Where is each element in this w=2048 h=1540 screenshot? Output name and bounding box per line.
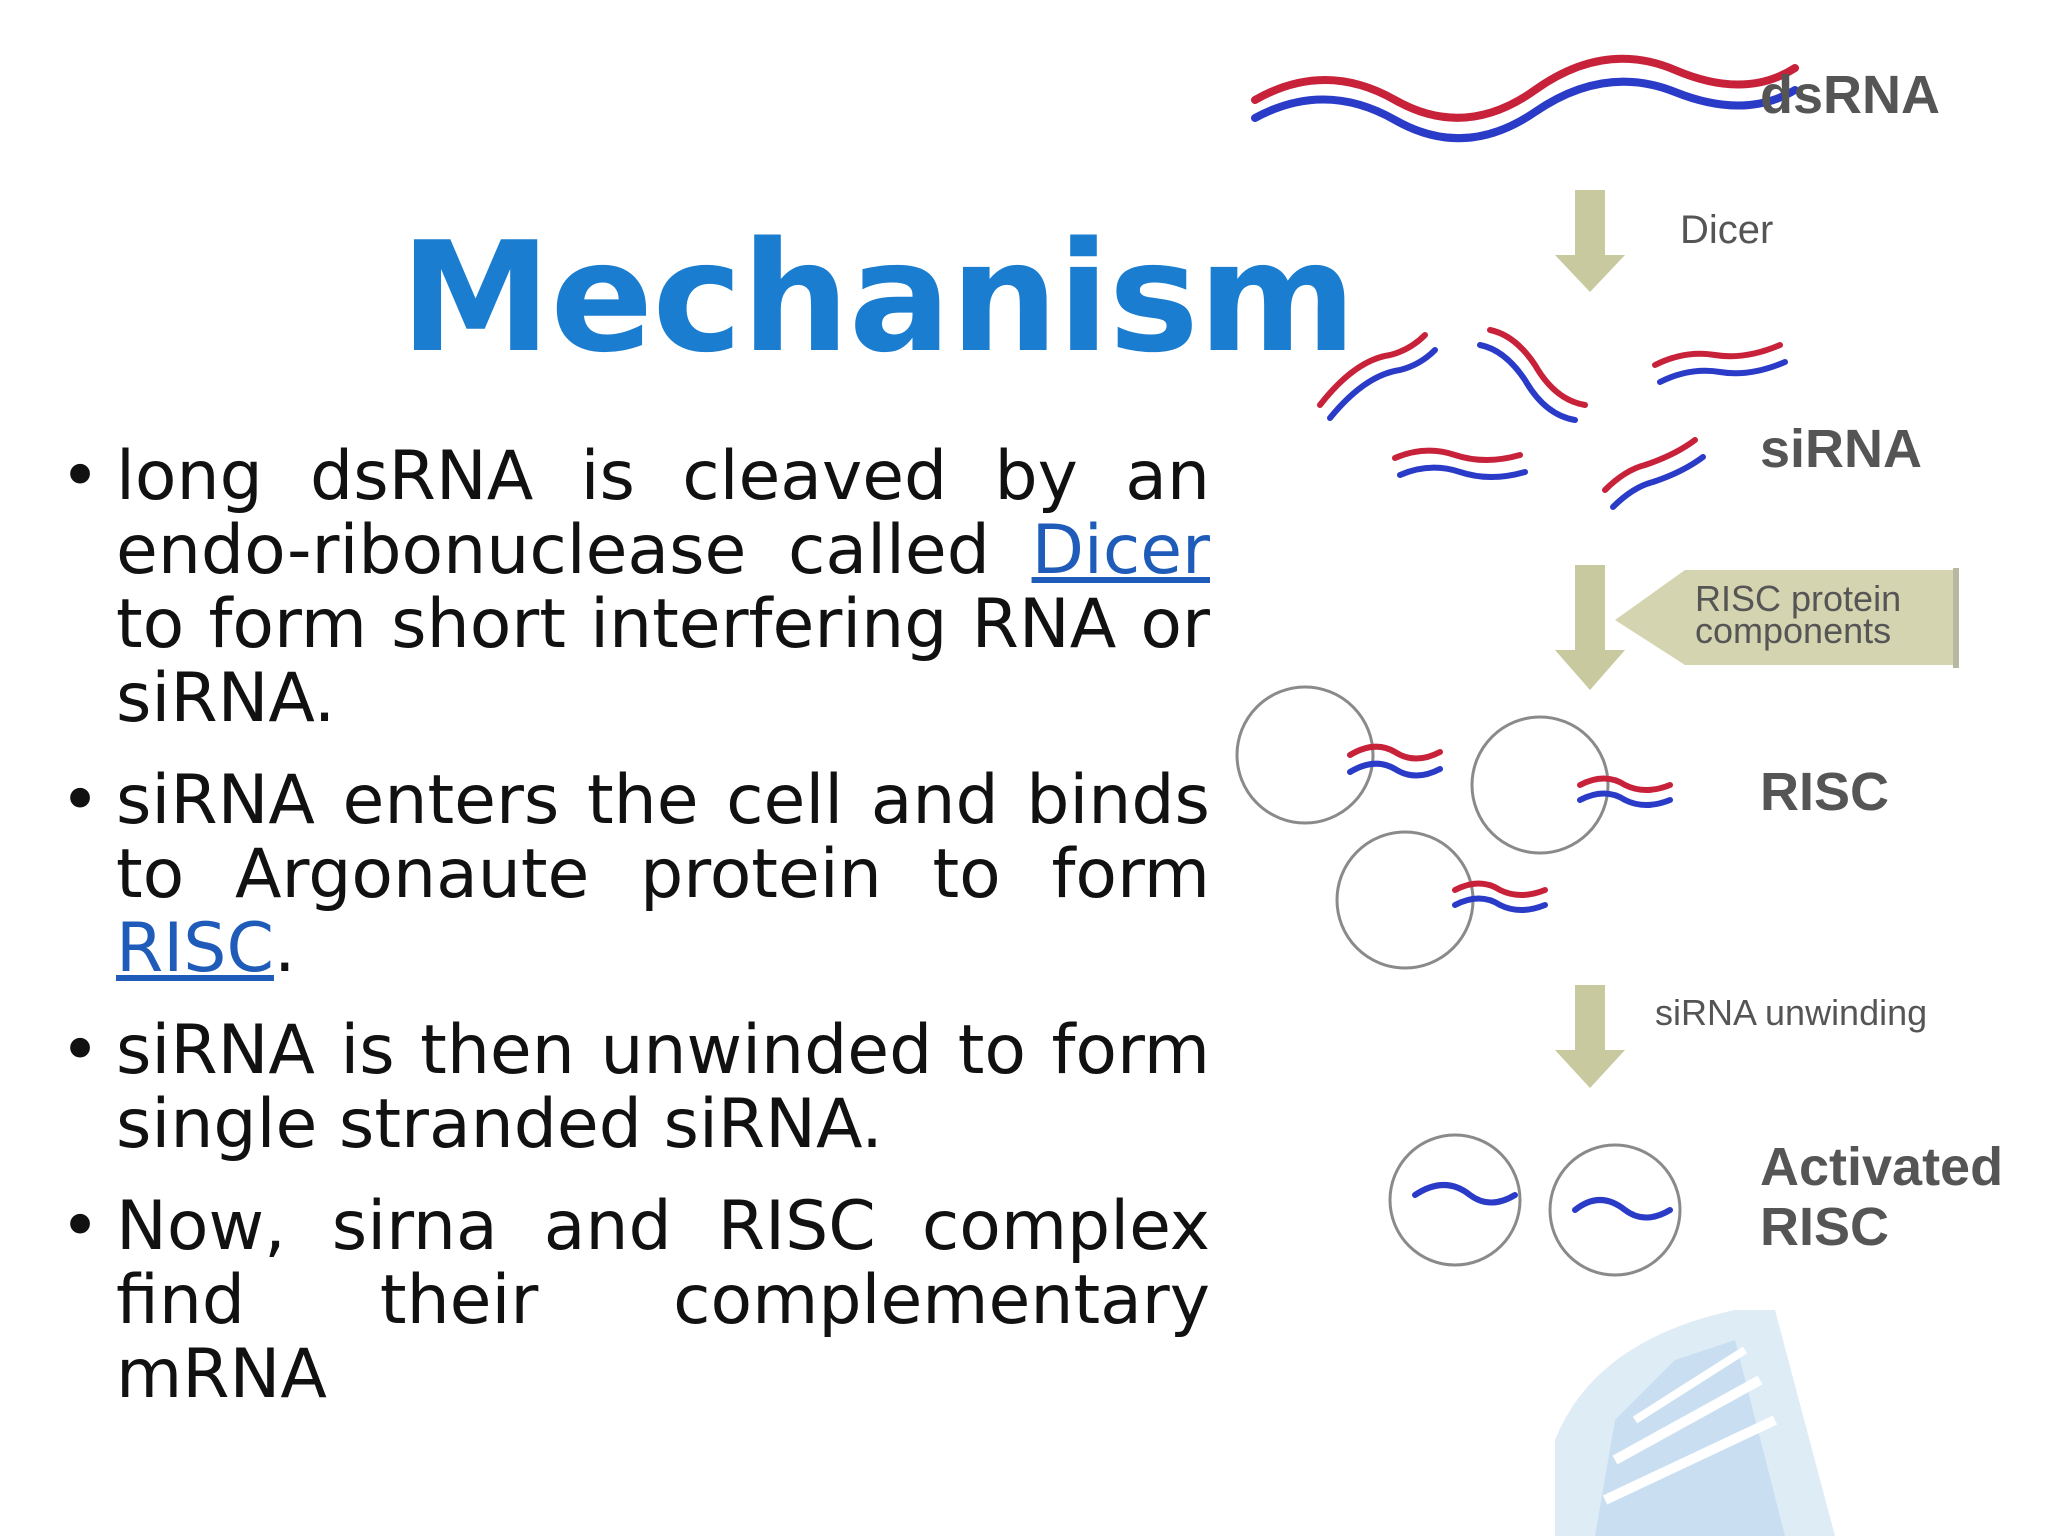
bullet-item: •long dsRNA is cleaved by an endo-ribonu…	[60, 440, 1210, 736]
dsrna-strands	[1251, 54, 1799, 143]
activated-risc	[1388, 1133, 1682, 1277]
bullet-item: •Now, sirna and RISC complex find their …	[60, 1190, 1210, 1412]
rnai-diagram: dsRNA Dicer siRNA RISC protein component…	[1215, 0, 2048, 1536]
bullet-text: to form short interfering RNA or siRNA.	[116, 585, 1210, 738]
bullet-text: long dsRNA is cleaved by an endo-ribonuc…	[116, 437, 1210, 590]
activated-risc-label-line2: RISC	[1760, 1197, 1890, 1257]
risc-protein-label-line1: RISC protein	[1695, 578, 1902, 619]
sirna-label: siRNA	[1760, 419, 1923, 479]
unwinding-label: siRNA unwinding	[1655, 992, 1928, 1033]
bullet-text: siRNA is then unwinded to form single st…	[116, 1011, 1210, 1164]
bullet-text: .	[273, 909, 296, 988]
activated-risc-label-line1: Activated	[1760, 1137, 2004, 1197]
risc-protein-label-line2: components	[1695, 610, 1892, 651]
bullet-dot: •	[60, 437, 101, 516]
bullet-item: •siRNA is then unwinded to form single s…	[60, 1014, 1210, 1162]
risc-link[interactable]: RISC	[116, 909, 274, 988]
bullet-dot: •	[60, 1187, 101, 1266]
rnai-diagram-graphic	[1235, 54, 1959, 1536]
dna-watermark	[1555, 1310, 1835, 1536]
bullet-dot: •	[60, 761, 101, 840]
dicer-link[interactable]: Dicer	[1031, 511, 1210, 590]
sirna-fragments	[1317, 327, 1788, 510]
arrow-risc-protein	[1555, 565, 1959, 690]
bullet-list: •long dsRNA is cleaved by an endo-ribonu…	[60, 440, 1210, 1440]
arrow-dicer	[1555, 190, 1625, 292]
dicer-label: Dicer	[1680, 208, 1774, 252]
risc-complexes	[1235, 685, 1673, 970]
bullet-text: siRNA enters the cell and binds to Argon…	[116, 761, 1210, 914]
bullet-text: Now, sirna and RISC complex find their c…	[116, 1187, 1210, 1414]
slide-title: Mechanism	[400, 208, 1356, 386]
risc-label: RISC	[1760, 762, 1890, 822]
bullet-item: •siRNA enters the cell and binds to Argo…	[60, 764, 1210, 986]
arrow-unwinding	[1555, 985, 1625, 1088]
bullet-dot: •	[60, 1011, 101, 1090]
dsrna-label: dsRNA	[1760, 65, 1941, 125]
